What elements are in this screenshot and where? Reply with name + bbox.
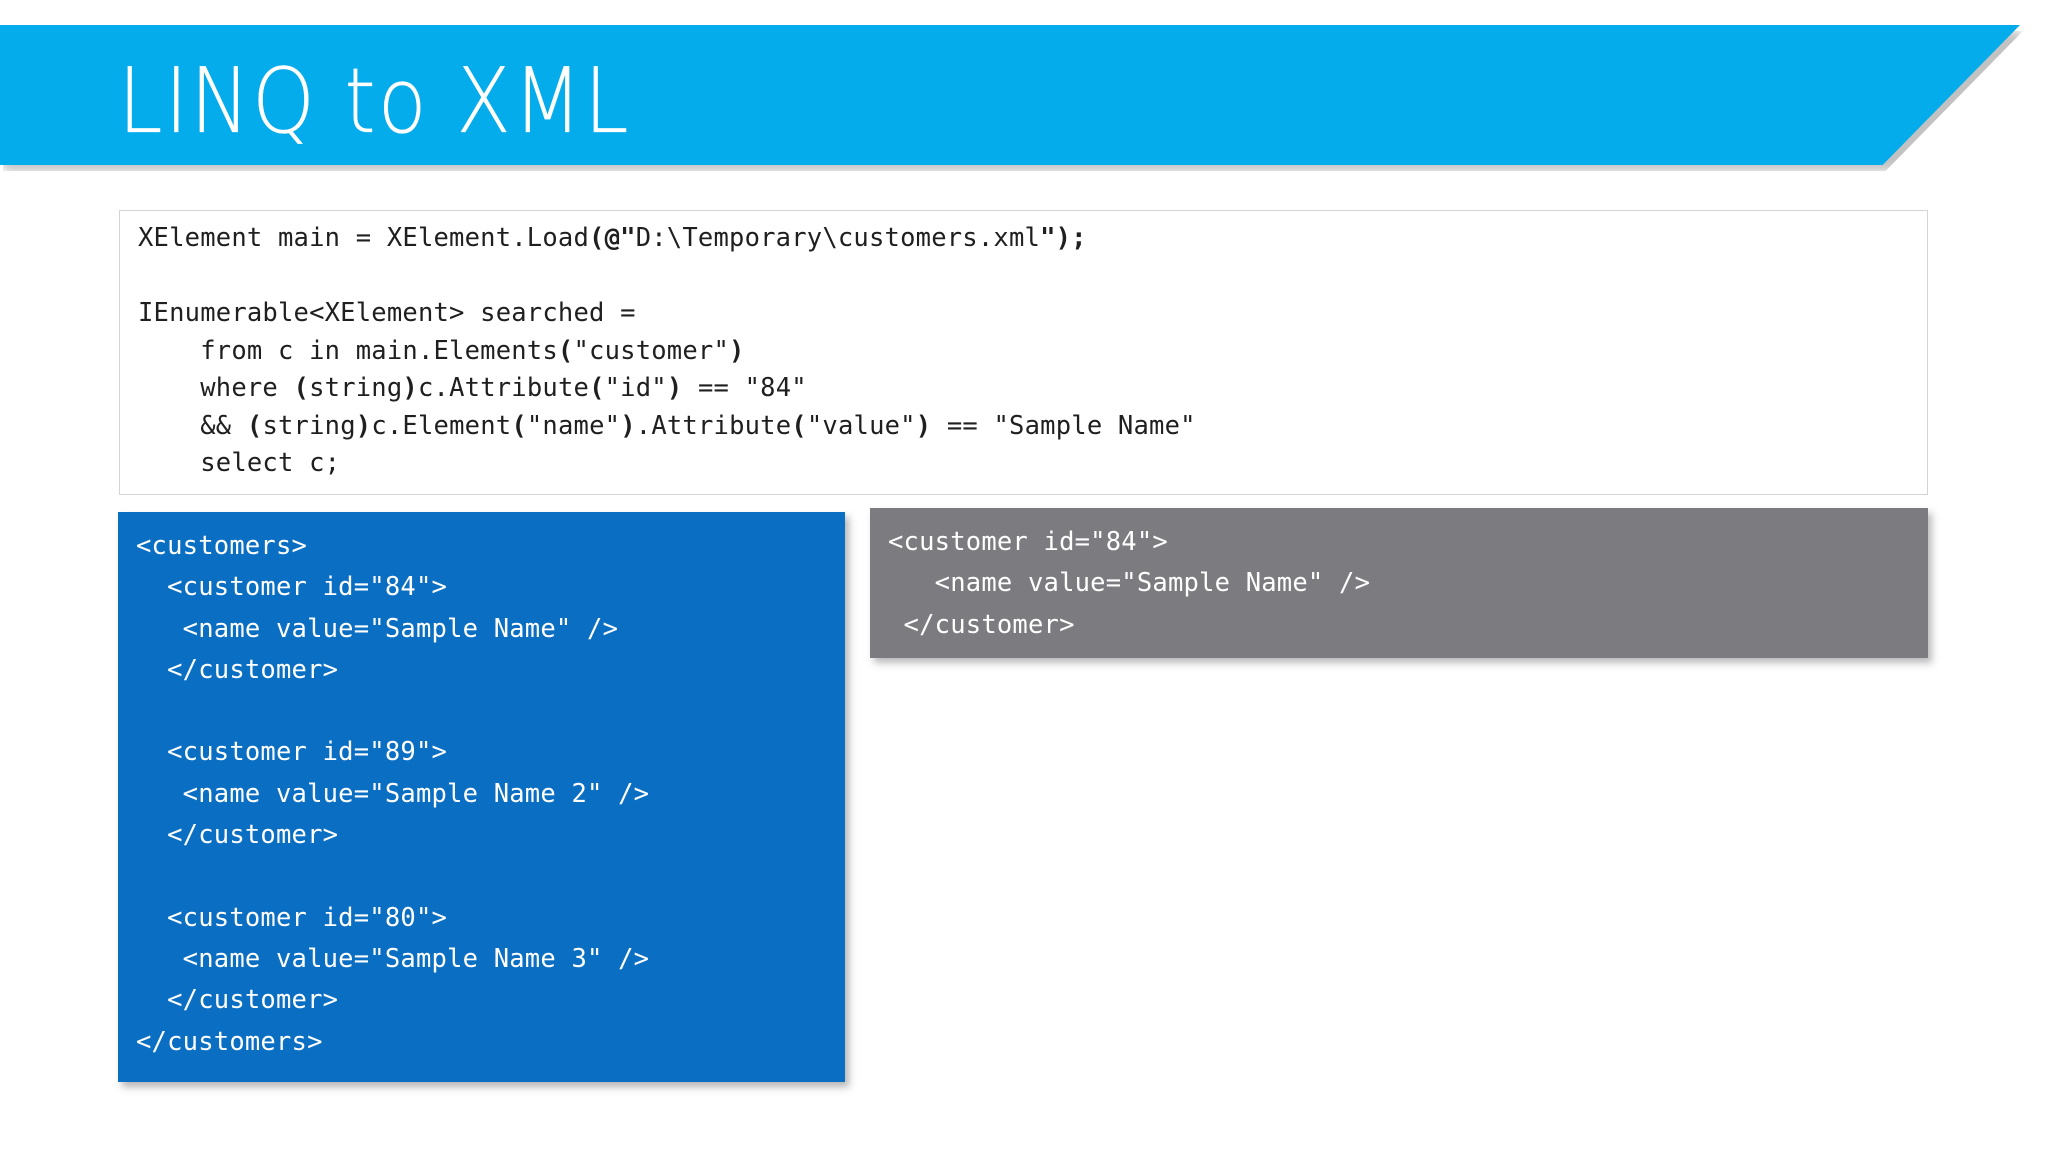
- xml-source-line: <name value="Sample Name 2" />: [136, 778, 650, 809]
- code-token: (@": [589, 223, 636, 253]
- code-token: ): [620, 410, 636, 441]
- code-token: ): [915, 410, 932, 441]
- xml-source-panel: <customers> <customer id="84"> <name val…: [118, 512, 845, 1082]
- code-token: ): [402, 373, 418, 403]
- code-token: .Attribute: [635, 410, 792, 441]
- xml-source-line: <name value="Sample Name 3" />: [136, 943, 650, 974]
- code-token: "name": [526, 410, 621, 441]
- xml-source-line: </customers>: [136, 1026, 323, 1057]
- code-token: "id": [604, 373, 667, 403]
- code-block-text: XElement main = XElement.Load(@"D:\Tempo…: [138, 220, 1196, 483]
- code-line: from c in main.Elements("customer"): [138, 333, 1196, 371]
- code-line: && (string)c.Element("name").Attribute("…: [138, 408, 1196, 446]
- code-line: [138, 258, 1196, 296]
- page-title: LINQ to XML: [118, 48, 631, 154]
- xml-source-line: <customers>: [136, 531, 308, 561]
- code-token: (: [511, 410, 527, 441]
- code-token: select c;: [138, 448, 341, 478]
- code-token: (: [293, 373, 310, 403]
- xml-source-line: <customer id="84">: [136, 572, 448, 603]
- code-token: (: [791, 410, 807, 441]
- code-token: XElement main = XElement.Load: [138, 223, 590, 253]
- code-token: from c in main.Elements: [138, 335, 558, 366]
- code-line: XElement main = XElement.Load(@"D:\Tempo…: [138, 220, 1196, 258]
- xml-source-line: </customer>: [136, 985, 339, 1016]
- xml-result-line: </customer>: [888, 609, 1075, 640]
- xml-source-line: [136, 691, 649, 732]
- xml-source-line: <customer id="89">: [136, 737, 448, 768]
- code-token: c.Attribute: [417, 373, 590, 403]
- code-token: c.Element: [371, 410, 512, 441]
- xml-result-panel: <customer id="84"> <name value="Sample N…: [870, 508, 1928, 658]
- code-line: IEnumerable<XElement> searched =: [138, 295, 1196, 333]
- xml-source-line: </customer>: [136, 820, 339, 851]
- xml-result-text: <customer id="84"> <name value="Sample N…: [888, 522, 1370, 646]
- code-token: "customer": [573, 335, 730, 366]
- code-token: == "Sample Name": [931, 410, 1196, 441]
- xml-source-line: <name value="Sample Name" />: [136, 613, 619, 644]
- xml-source-line: </customer>: [136, 654, 339, 685]
- code-token: string: [309, 373, 403, 403]
- code-token: "value": [806, 410, 916, 441]
- xml-source-line: [136, 856, 649, 897]
- code-token: where: [138, 373, 294, 403]
- code-token: ): [666, 373, 683, 403]
- code-token: ): [729, 335, 745, 366]
- code-token: (: [589, 373, 605, 403]
- code-token: &&: [138, 410, 247, 441]
- code-line: select c;: [138, 445, 1196, 483]
- code-token: D:\Temporary\customers.xml: [635, 223, 1041, 253]
- code-token: ");: [1040, 223, 1087, 253]
- code-token: ): [355, 410, 372, 441]
- code-block: XElement main = XElement.Load(@"D:\Tempo…: [119, 210, 1928, 495]
- xml-source-line: <customer id="80">: [136, 902, 448, 933]
- xml-result-line: <customer id="84">: [888, 527, 1168, 557]
- code-token: (: [557, 335, 574, 366]
- code-token: (: [246, 410, 263, 441]
- code-token: IEnumerable<XElement> searched =: [138, 298, 636, 328]
- xml-source-text: <customers> <customer id="84"> <name val…: [136, 526, 649, 1063]
- code-token: == "84": [682, 373, 807, 403]
- code-token: string: [262, 410, 356, 441]
- xml-result-line: <name value="Sample Name" />: [888, 568, 1371, 599]
- title-banner: [0, 25, 2020, 165]
- code-line: where (string)c.Attribute("id") == "84": [138, 370, 1196, 408]
